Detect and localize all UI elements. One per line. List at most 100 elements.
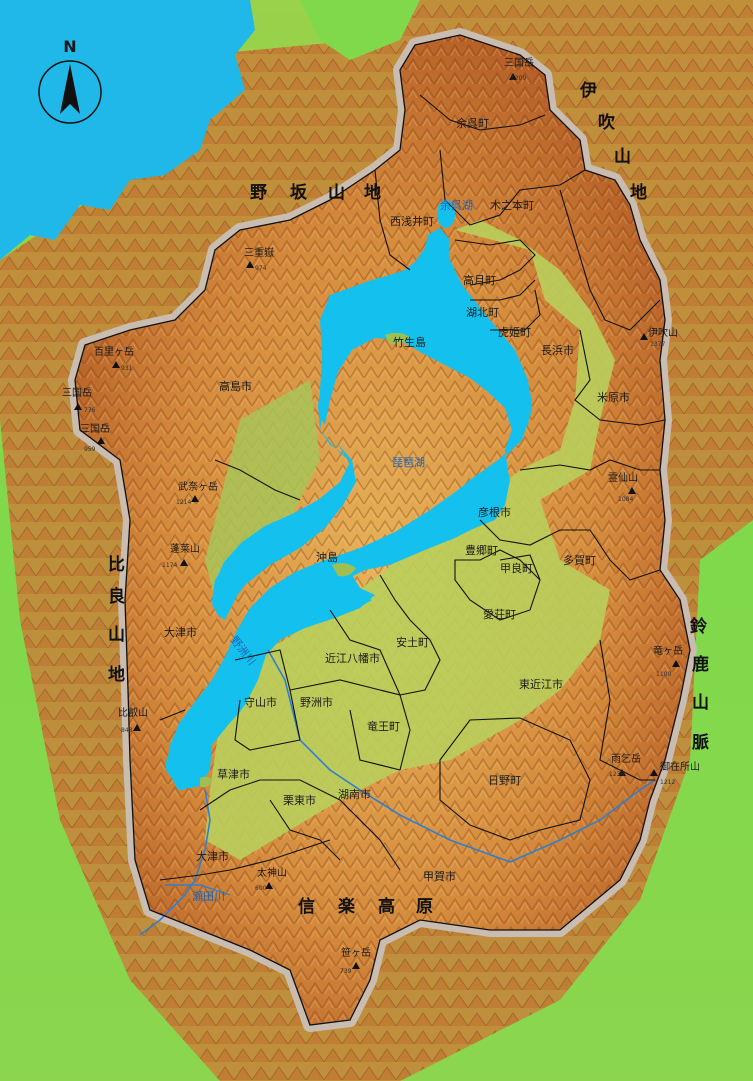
peak-hyakuri: 百里ヶ岳 931 <box>94 346 134 372</box>
peak-elevation: 974 <box>255 265 267 272</box>
lake-name: 琵琶湖 <box>392 456 425 469</box>
peak-ryugatake: 竜ヶ岳 1100 <box>653 644 683 678</box>
label-koka: 甲賀市 <box>423 869 456 883</box>
oki-island <box>332 563 356 577</box>
region-shigaraki-char: 楽 <box>338 896 356 917</box>
region-shigaraki-char: 信 <box>298 896 315 917</box>
label-yasu: 野洲市 <box>300 695 333 709</box>
region-nosaka-char: 坂 <box>290 183 308 203</box>
peak-marker <box>628 487 636 494</box>
seta-outflow <box>165 884 231 896</box>
label-kusatsu: 草津市 <box>217 767 250 781</box>
peak-horai: 蓬莱山 1174 <box>162 543 200 569</box>
region-suzuka-char: 脈 <box>692 732 709 753</box>
label-hikone: 彦根市 <box>478 505 511 519</box>
peak-marker <box>246 261 254 268</box>
chikubu-island <box>385 332 410 345</box>
label-maibara: 米原市 <box>597 390 630 404</box>
peak-amagoi: 雨乞岳 1238 <box>609 752 641 778</box>
peak-name: 比叡山 <box>118 706 148 719</box>
region-nosaka-char: 野 <box>250 183 267 203</box>
peak-elevation: 931 <box>121 365 133 372</box>
island-oki-label: 沖島 <box>316 550 338 564</box>
peak-kasagatake: 笹ヶ岳 739 <box>340 946 371 975</box>
label-aisho: 愛荘町 <box>483 608 516 621</box>
peak-elevation: 1174 <box>162 562 177 569</box>
peak-name: 三国岳 <box>80 423 110 435</box>
region-shigaraki-char: 高 <box>378 896 395 917</box>
compass: N <box>38 37 102 124</box>
sea <box>0 0 255 260</box>
west-shore-plain <box>205 380 320 600</box>
label-otsu-south: 大津市 <box>196 849 229 863</box>
label-nishiazai: 西浅井町 <box>390 214 434 228</box>
peak-elevation: 848 <box>121 727 133 734</box>
peak-elevation: 600 <box>255 885 267 892</box>
peak-name: 三国岳 <box>62 387 92 399</box>
label-hino: 日野町 <box>488 774 521 787</box>
region-shigaraki: 信 楽 高 原 <box>298 896 433 917</box>
peak-marker <box>74 403 82 410</box>
lake-biwa-main <box>166 232 532 790</box>
peak-marker <box>509 73 517 80</box>
region-ibuki-char: 伊 <box>579 80 597 101</box>
seta-river-label: 瀬田川 <box>192 889 225 903</box>
coast-green <box>300 0 420 60</box>
mountain-peaks: 三国岳 1209 三重嶽 974 百里ヶ岳 931 三国岳 776 三国岳 95… <box>62 57 700 975</box>
label-otsu-north: 大津市 <box>164 625 197 639</box>
peak-name: 笹ヶ岳 <box>341 946 371 959</box>
label-toyosato: 豊郷町 <box>465 543 498 557</box>
label-torahime: 虎姫町 <box>498 325 531 339</box>
peak-name: 百里ヶ岳 <box>94 346 134 358</box>
yogo-lake <box>437 200 455 228</box>
peak-name: 蓬莱山 <box>170 543 200 555</box>
peak-mikuni-sw: 三国岳 959 <box>80 423 110 453</box>
peak-name: 太神山 <box>257 866 287 879</box>
peak-elevation: 1212 <box>660 779 675 786</box>
label-azuchi: 安土町 <box>396 635 429 649</box>
label-ritto: 栗東市 <box>283 793 316 807</box>
label-omihachiman: 近江八幡市 <box>325 651 380 665</box>
peak-marker <box>191 495 199 502</box>
peak-name: 竜ヶ岳 <box>653 644 683 657</box>
peak-marker <box>97 437 105 444</box>
peak-marker <box>650 769 658 776</box>
peak-elevation: 739 <box>340 968 352 975</box>
peak-ibuki: 伊吹山 1377 <box>640 326 678 348</box>
region-suzuka-char: 鈴 <box>690 616 708 637</box>
peak-marker <box>180 559 188 566</box>
label-taga: 多賀町 <box>563 553 596 567</box>
small-island <box>200 776 212 788</box>
peak-elevation: 959 <box>84 446 96 453</box>
peak-name: 三重嶽 <box>244 246 274 259</box>
region-ibuki-char: 地 <box>630 182 647 203</box>
peak-elevation: 1238 <box>609 771 624 778</box>
peak-elevation: 776 <box>84 407 96 414</box>
peak-name: 霊仙山 <box>608 471 638 484</box>
peak-sanjyuu: 三重嶽 974 <box>244 246 274 272</box>
lowland-plain <box>205 220 615 860</box>
region-hira-char: 山 <box>108 625 125 645</box>
peak-elevation: 1209 <box>511 75 526 82</box>
region-hira-char: 比 <box>108 554 125 575</box>
seta-river <box>139 789 211 936</box>
peak-marker <box>133 724 141 731</box>
label-nagahama: 長浜市 <box>541 343 574 357</box>
region-shigaraki-char: 原 <box>416 897 433 917</box>
peak-marker <box>265 882 273 889</box>
yogo-lake-label: 余呉湖 <box>440 198 473 212</box>
label-takashima: 高島市 <box>219 379 252 393</box>
peak-marker <box>640 333 648 340</box>
peak-elevation: 1377 <box>650 341 665 348</box>
peak-name: 伊吹山 <box>648 326 678 339</box>
region-suzuka-char: 鹿 <box>692 654 709 675</box>
region-nosaka-char: 山 <box>328 183 345 203</box>
region-ibuki: 伊 吹 山 地 <box>579 80 647 203</box>
peak-elevation: 1100 <box>656 671 671 678</box>
peak-name: 御在所山 <box>660 760 700 773</box>
label-kora: 甲良町 <box>500 561 533 575</box>
peak-hiei: 比叡山 848 <box>118 706 148 734</box>
region-suzuka: 鈴 鹿 山 脈 <box>690 616 709 753</box>
region-hira-char: 良 <box>108 586 125 607</box>
